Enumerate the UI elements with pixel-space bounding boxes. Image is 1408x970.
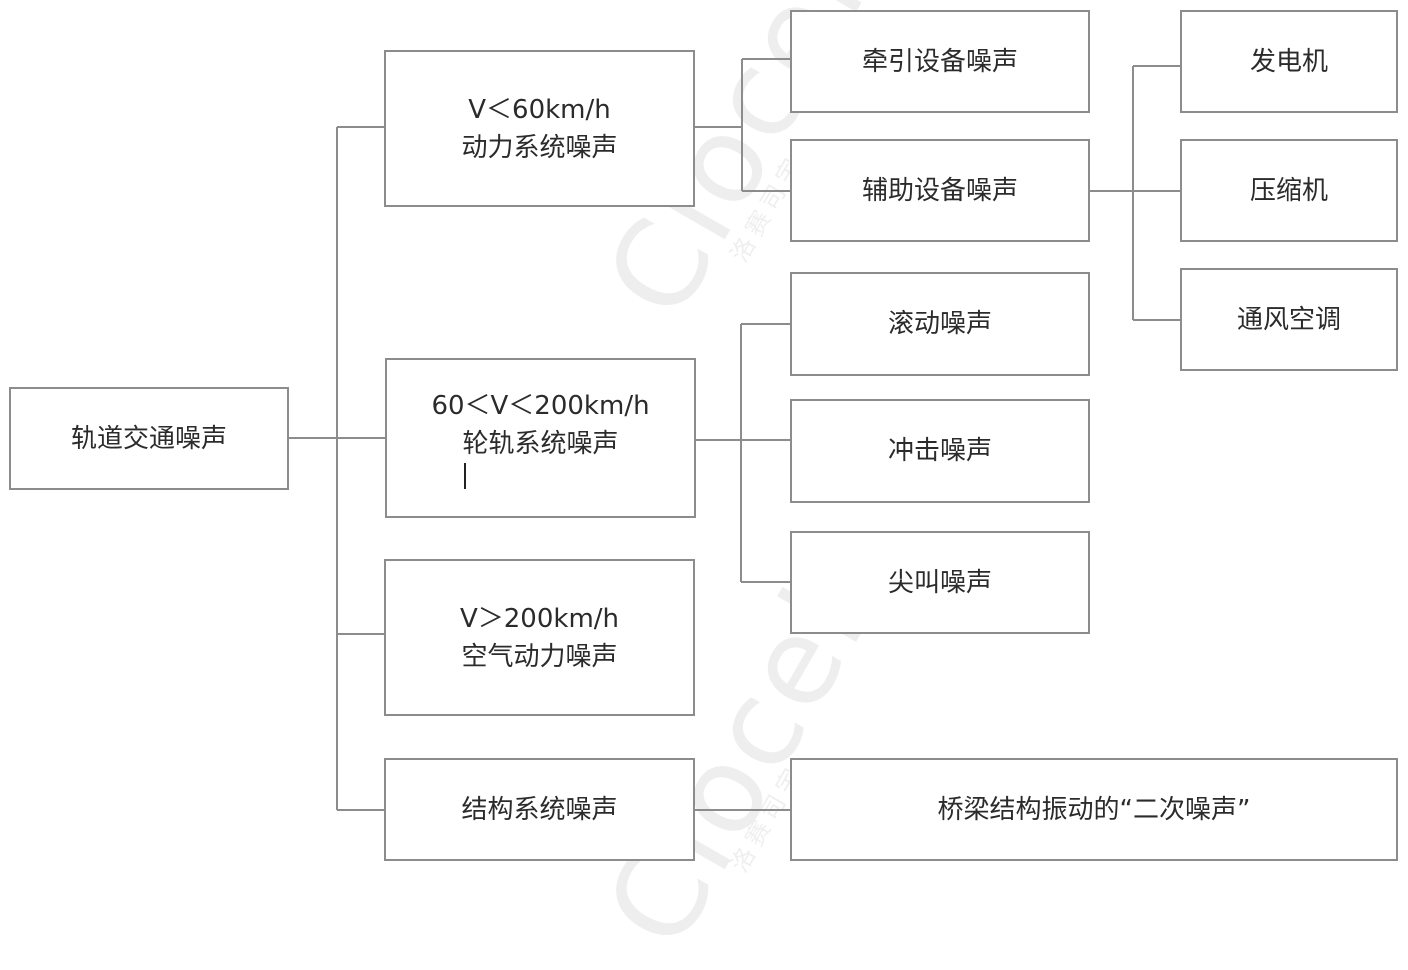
node-traction-equipment: 牵引设备噪声 xyxy=(790,10,1090,113)
node-bridge-secondary-noise: 桥梁结构振动的“二次噪声” xyxy=(790,758,1398,861)
node-squeal-noise: 尖叫噪声 xyxy=(790,531,1090,634)
root-node: 轨道交通噪声 xyxy=(9,387,289,490)
node-power-label: 动力系统噪声 xyxy=(461,132,618,163)
node-aero-speed: V＞200km/h xyxy=(459,603,620,634)
node-structural-system: 结构系统噪声 xyxy=(384,758,695,861)
node-compressor: 压缩机 xyxy=(1180,139,1398,242)
node-impact-label: 冲击噪声 xyxy=(887,436,992,466)
node-hvac: 通风空调 xyxy=(1180,268,1398,371)
node-power-speed: V＜60km/h xyxy=(468,94,611,125)
node-generator: 发电机 xyxy=(1180,10,1398,113)
node-wheel-speed: 60＜V＜200km/h xyxy=(431,391,650,421)
node-wheel-label: 轮轨系统噪声 xyxy=(462,429,619,459)
node-power-system: V＜60km/h 动力系统噪声 xyxy=(384,50,695,207)
node-rolling-noise: 滚动噪声 xyxy=(790,272,1090,376)
node-bridge-label: 桥梁结构振动的“二次噪声” xyxy=(937,794,1251,825)
node-struct-label: 结构系统噪声 xyxy=(461,794,618,825)
node-auxiliary-label: 辅助设备噪声 xyxy=(861,175,1018,206)
node-aerodynamic: V＞200km/h 空气动力噪声 xyxy=(384,559,695,716)
node-traction-label: 牵引设备噪声 xyxy=(861,46,1018,77)
root-label: 轨道交通噪声 xyxy=(70,423,227,454)
node-aero-label: 空气动力噪声 xyxy=(461,641,618,672)
node-generator-label: 发电机 xyxy=(1249,46,1328,77)
node-wheel-rail-system: 60＜V＜200km/h 轮轨系统噪声 xyxy=(385,358,696,518)
node-auxiliary-equipment: 辅助设备噪声 xyxy=(790,139,1090,242)
node-compressor-label: 压缩机 xyxy=(1249,175,1328,206)
node-hvac-label: 通风空调 xyxy=(1236,304,1341,335)
node-squeal-label: 尖叫噪声 xyxy=(887,567,992,598)
connector-lines xyxy=(288,58,1180,811)
diagram-canvas: Clocell 洛赛司宇 Clocell 洛赛司宇 ® 轨道交通噪声 xyxy=(9,0,1398,970)
node-impact-noise: 冲击噪声 xyxy=(790,399,1090,503)
node-rolling-label: 滚动噪声 xyxy=(887,309,992,339)
text-caret xyxy=(464,463,467,489)
